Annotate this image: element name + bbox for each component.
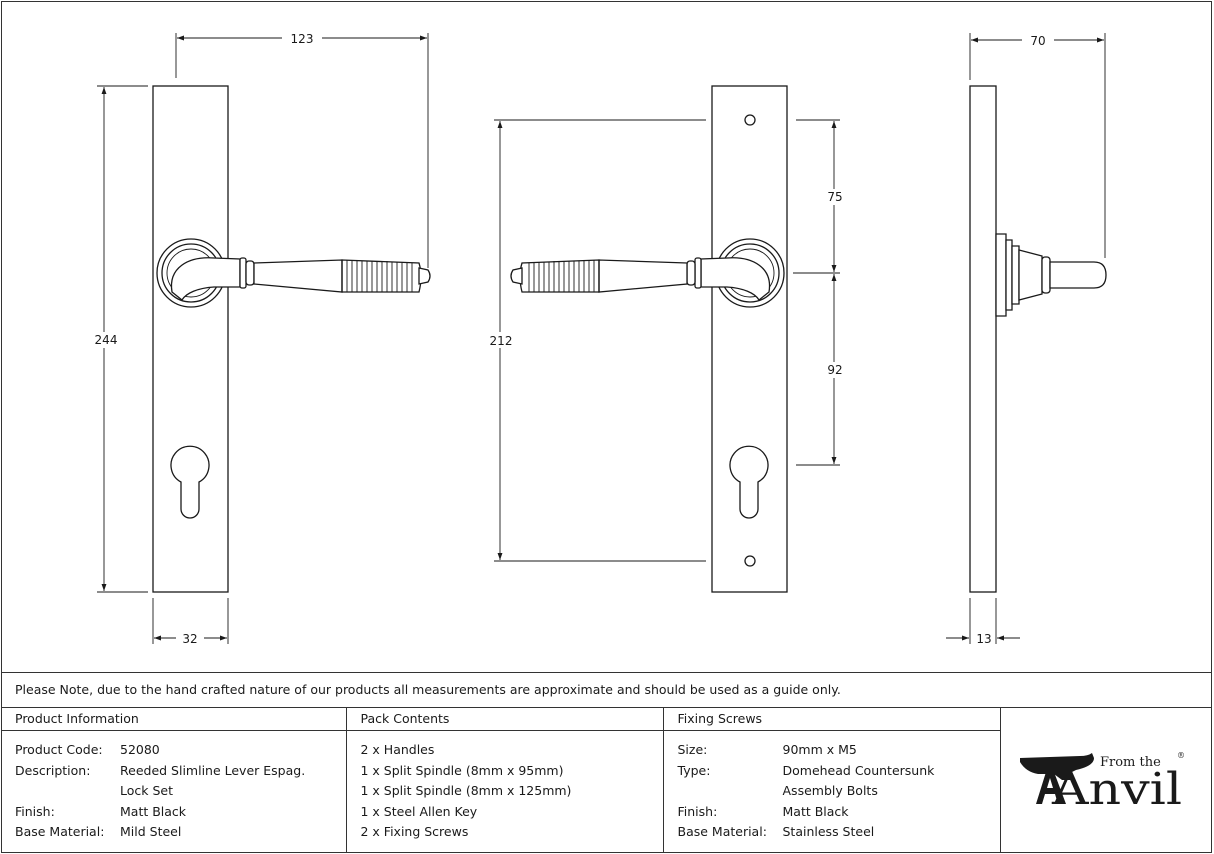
anvil-icon <box>1020 753 1094 780</box>
dim-projection-label: 70 <box>1030 34 1045 48</box>
dimension-lines <box>97 33 429 644</box>
info-row: Type:Domehead Countersunk <box>677 762 935 778</box>
product-info-table: Product Information Pack Contents Fixing… <box>1 707 1001 853</box>
info-row: Assembly Bolts <box>782 783 878 799</box>
info-row: Size:90mm x M5 <box>677 742 857 757</box>
info-row: Base Material:Stainless Steel <box>677 824 875 840</box>
plate-edge <box>969 85 997 593</box>
dim-height-label: 244 <box>95 333 118 347</box>
list-item: 2 x Fixing Screws <box>360 824 469 840</box>
product-information: Product Code:52080 Description:Reeded Sl… <box>1 730 347 853</box>
dim-thickness-label: 13 <box>976 632 991 646</box>
logo-brand-text: Anvil <box>1051 764 1182 814</box>
measurement-note: Please Note, due to the hand crafted nat… <box>1 672 1212 707</box>
fixing-screws-heading: Fixing Screws <box>663 707 1001 731</box>
backplate <box>152 85 229 593</box>
product-information-heading: Product Information <box>1 707 347 731</box>
dim-plate-width-label: 32 <box>182 632 197 646</box>
keyhole <box>729 445 769 519</box>
dimension-lines <box>494 119 840 562</box>
pack-contents-heading: Pack Contents <box>346 707 664 731</box>
info-row: Product Code:52080 <box>15 742 160 757</box>
info-row: Lock Set <box>120 783 174 799</box>
fixing-hole-bottom <box>744 555 756 567</box>
dim-width-label: 123 <box>291 32 314 46</box>
info-row: Description:Reeded Slimline Lever Espag. <box>15 762 306 778</box>
list-item: 1 x Steel Allen Key <box>360 803 478 819</box>
dim-handle-top-label: 75 <box>827 190 842 204</box>
lever-handle <box>510 257 771 301</box>
info-row: Finish:Matt Black <box>15 803 187 819</box>
info-row: Finish:Matt Black <box>677 803 849 819</box>
dim-handle-keyhole-label: 92 <box>827 363 842 377</box>
technical-drawing: 123 244 32 <box>90 31 1107 646</box>
logo-small-text: From the <box>1100 755 1161 770</box>
front-view-middle: 212 75 92 <box>487 85 848 593</box>
list-item: 2 x Handles <box>360 742 435 757</box>
side-view: 70 13 <box>946 33 1107 646</box>
keyhole <box>170 445 210 519</box>
front-view-left: 123 244 32 <box>90 31 431 646</box>
pack-contents: 2 x Handles 1 x Split Spindle (8mm x 95m… <box>346 730 664 853</box>
backplate <box>711 85 788 593</box>
from-the-anvil-logo: From the ® Anvil <box>1020 751 1185 814</box>
fixing-hole-top <box>744 114 756 126</box>
list-item: 1 x Split Spindle (8mm x 125mm) <box>360 783 572 799</box>
fixing-screws: Size:90mm x M5 Type:Domehead Countersunk… <box>663 730 1001 853</box>
logo-panel: From the ® Anvil <box>1000 707 1212 853</box>
info-row: Base Material:Mild Steel <box>15 824 182 840</box>
dim-fixing-centres-label: 212 <box>490 334 513 348</box>
list-item: 1 x Split Spindle (8mm x 95mm) <box>360 762 564 778</box>
logo-registered: ® <box>1177 751 1185 760</box>
lever-handle <box>170 257 431 301</box>
